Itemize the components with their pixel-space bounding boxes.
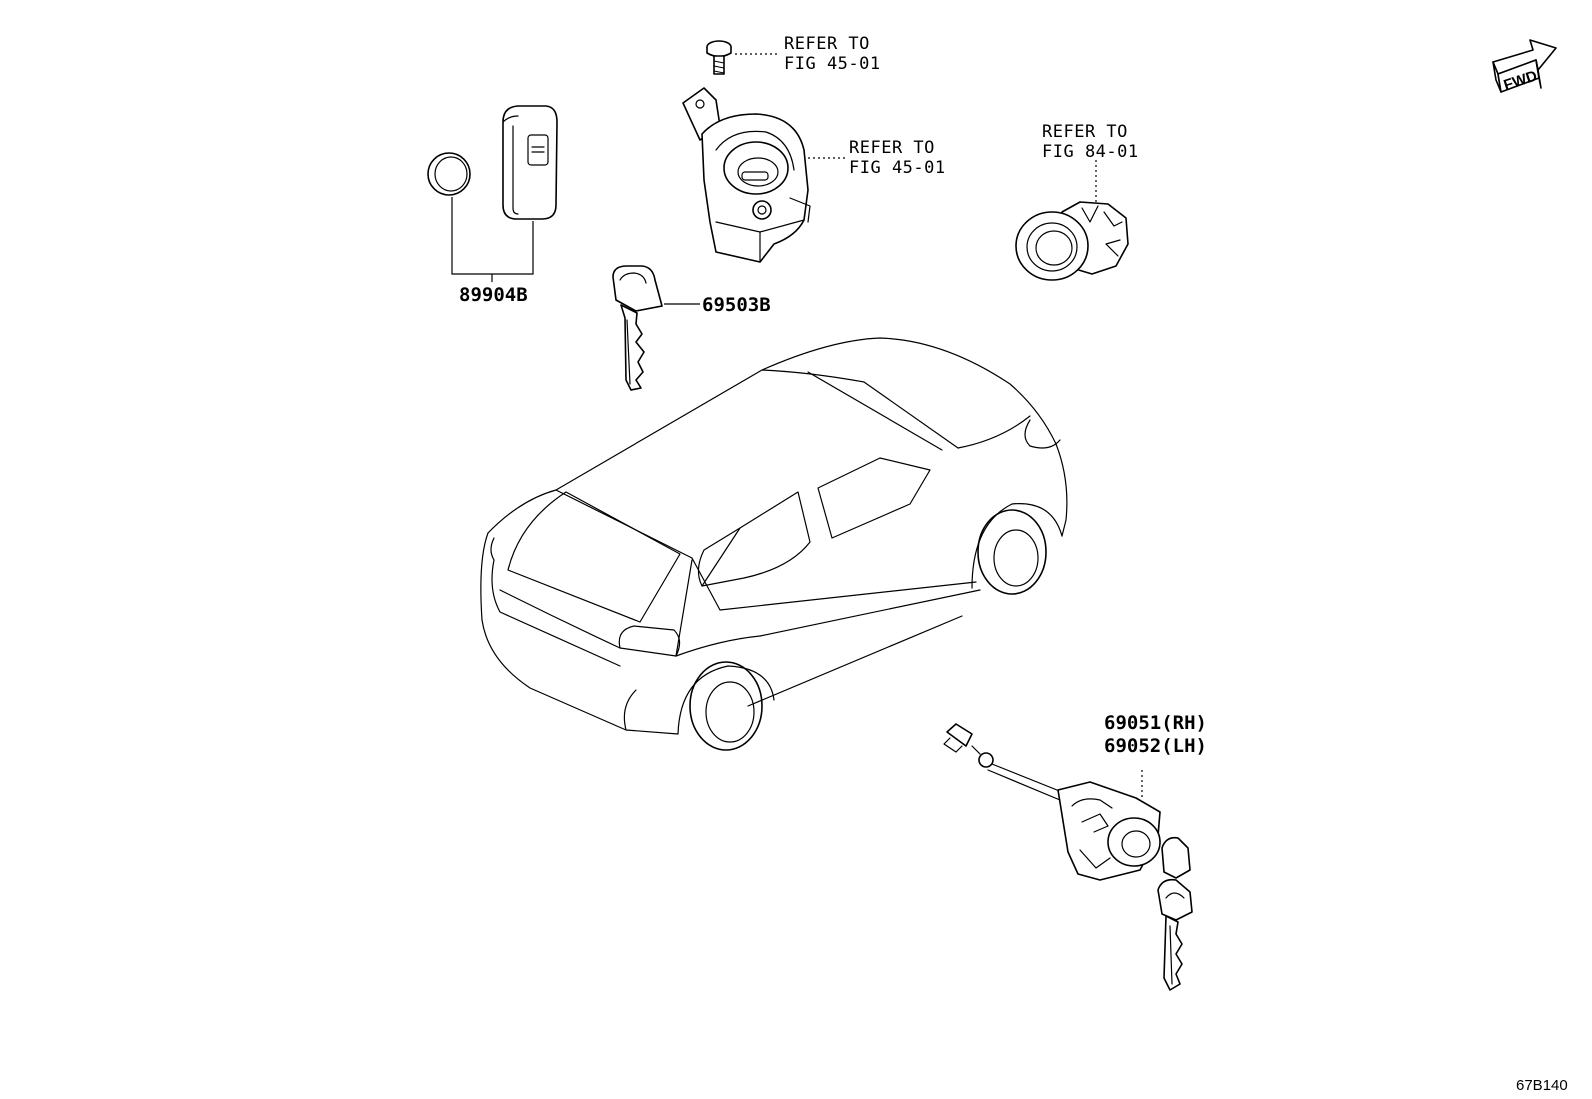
bolt-icon bbox=[706, 40, 732, 75]
push-start-reference-line1: REFER TO bbox=[1042, 122, 1128, 142]
bolt-reference-line1: REFER TO bbox=[784, 34, 870, 54]
ignition-switch-icon bbox=[682, 87, 811, 263]
bolt-reference-line2: FIG 45-01 bbox=[784, 54, 881, 74]
remote-key-assembly: 89904B bbox=[427, 105, 558, 306]
vehicle-outline bbox=[480, 337, 1068, 751]
push-start-switch-icon bbox=[1015, 201, 1129, 281]
part-number-door-lock-rh: 69051(RH) bbox=[1104, 712, 1207, 734]
part-number-master-key: 69503B bbox=[702, 294, 771, 316]
door-lock-cylinder-icon bbox=[943, 723, 1193, 991]
fwd-arrow-icon: FWD bbox=[1492, 39, 1557, 94]
ignition-reference-line1: REFER TO bbox=[849, 138, 935, 158]
illustration-code: 67B140 bbox=[1516, 1077, 1568, 1094]
push-start-reference-line2: FIG 84-01 bbox=[1042, 142, 1139, 162]
ignition-reference-line2: FIG 45-01 bbox=[849, 158, 946, 178]
part-number-remote-key: 89904B bbox=[459, 284, 528, 306]
part-number-door-lock-lh: 69052(LH) bbox=[1104, 735, 1207, 757]
master-key-assembly: 69503B bbox=[612, 265, 771, 391]
